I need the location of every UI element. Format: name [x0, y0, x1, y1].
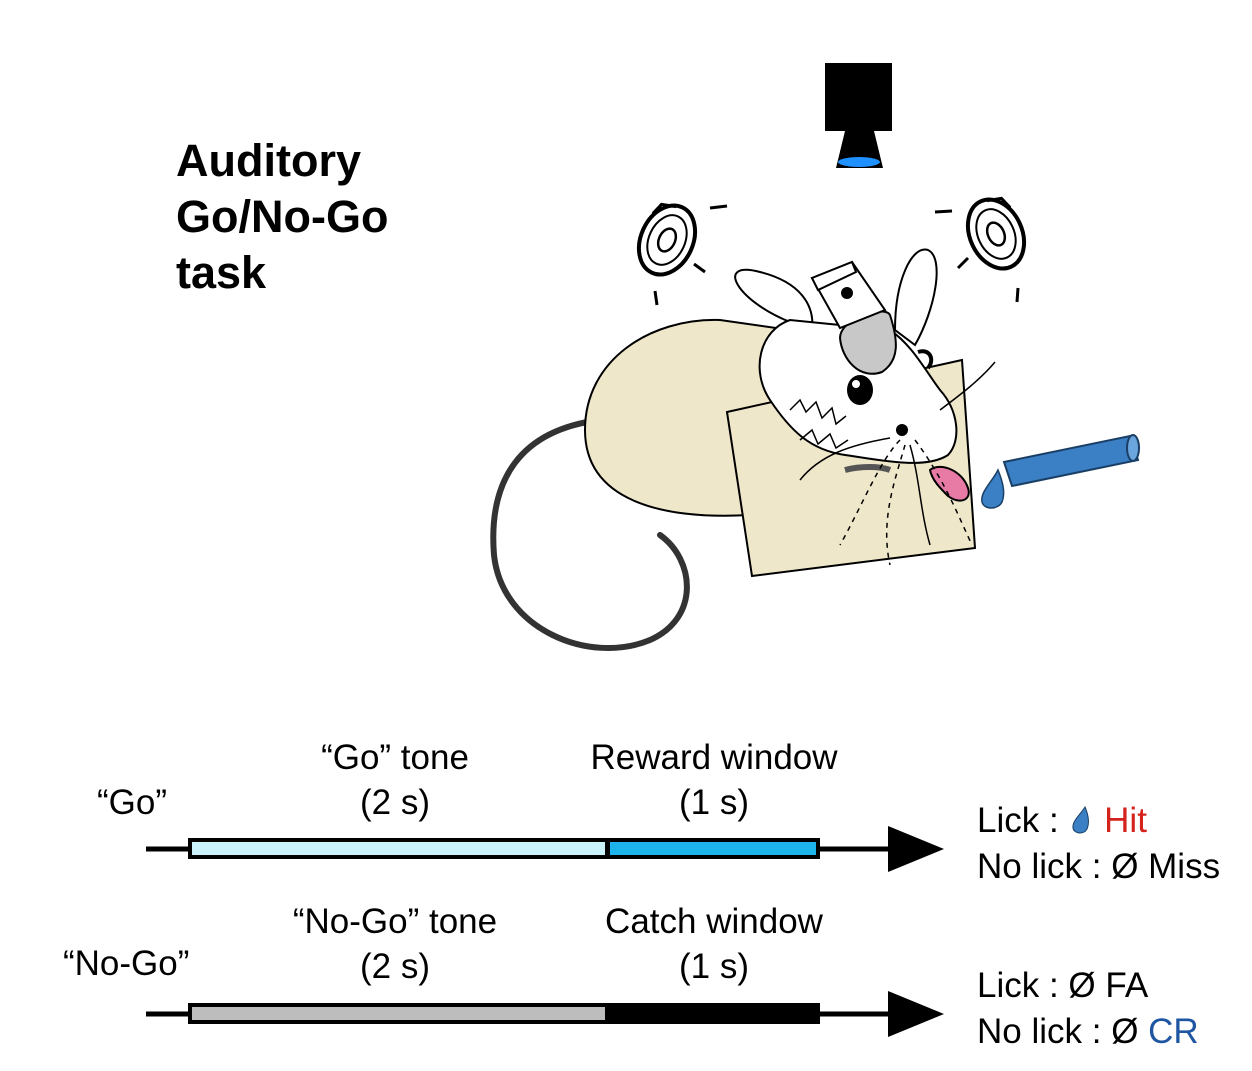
camera-icon: [825, 63, 892, 168]
title-line-2: Go/No-Go: [176, 191, 389, 242]
catch-window-bar: [610, 1007, 816, 1020]
speaker-right-icon: [965, 196, 1027, 271]
head-fixed-mouse: [490, 248, 996, 651]
water-drop-icon: [981, 468, 1005, 509]
go-tone-duration: (2 s): [360, 783, 430, 822]
water-spout-icon: [1002, 434, 1140, 488]
reward-window-bar: [610, 842, 816, 855]
diagram-title: Auditory Go/No-Go task: [176, 133, 388, 301]
nogo-arrowhead: [888, 991, 944, 1037]
go-trial-label: “Go”: [97, 783, 167, 822]
title-line-3: task: [176, 247, 267, 298]
go-timeline: [146, 826, 944, 872]
nogo-timeline: [146, 991, 944, 1037]
nogo-lick-outcome: Lick : Ø FA: [977, 963, 1199, 1009]
fa-result: FA: [1105, 966, 1149, 1005]
go-lick-prefix: Lick :: [977, 801, 1069, 840]
reward-window-label: Reward window: [590, 738, 838, 777]
title-line-1: Auditory: [176, 135, 361, 186]
go-outcomes: Lick : Hit No lick : Ø Miss: [977, 798, 1220, 890]
cr-result: CR: [1148, 1012, 1199, 1051]
go-nolick-prefix: No lick : Ø: [977, 847, 1149, 886]
hit-result: Hit: [1104, 801, 1147, 840]
go-nolick-outcome: No lick : Ø Miss: [977, 844, 1220, 890]
water-drop-icon: [1072, 805, 1090, 834]
miss-result: Miss: [1148, 847, 1221, 886]
nogo-tone-bar: [192, 1007, 605, 1020]
go-lick-outcome: Lick : Hit: [977, 798, 1220, 844]
nogo-lick-prefix: Lick : Ø: [977, 966, 1106, 1005]
catch-window-label: Catch window: [605, 902, 823, 941]
sound-waves-right: [934, 209, 1020, 303]
speaker-left-icon: [636, 202, 698, 277]
go-tone-label: “Go” tone: [321, 738, 469, 777]
go-arrowhead: [888, 826, 944, 872]
reward-window-duration: (1 s): [679, 783, 749, 822]
nogo-tone-label: “No-Go” tone: [292, 902, 498, 941]
nogo-nolick-outcome: No lick : Ø CR: [977, 1009, 1199, 1055]
nogo-nolick-prefix: No lick : Ø: [977, 1012, 1149, 1051]
sound-waves-left: [653, 204, 728, 306]
nogo-tone-duration: (2 s): [360, 947, 430, 986]
nogo-outcomes: Lick : Ø FA No lick : Ø CR: [977, 963, 1199, 1055]
go-tone-bar: [192, 842, 605, 855]
catch-window-duration: (1 s): [679, 947, 749, 986]
nogo-trial-label: “No-Go”: [63, 944, 190, 983]
